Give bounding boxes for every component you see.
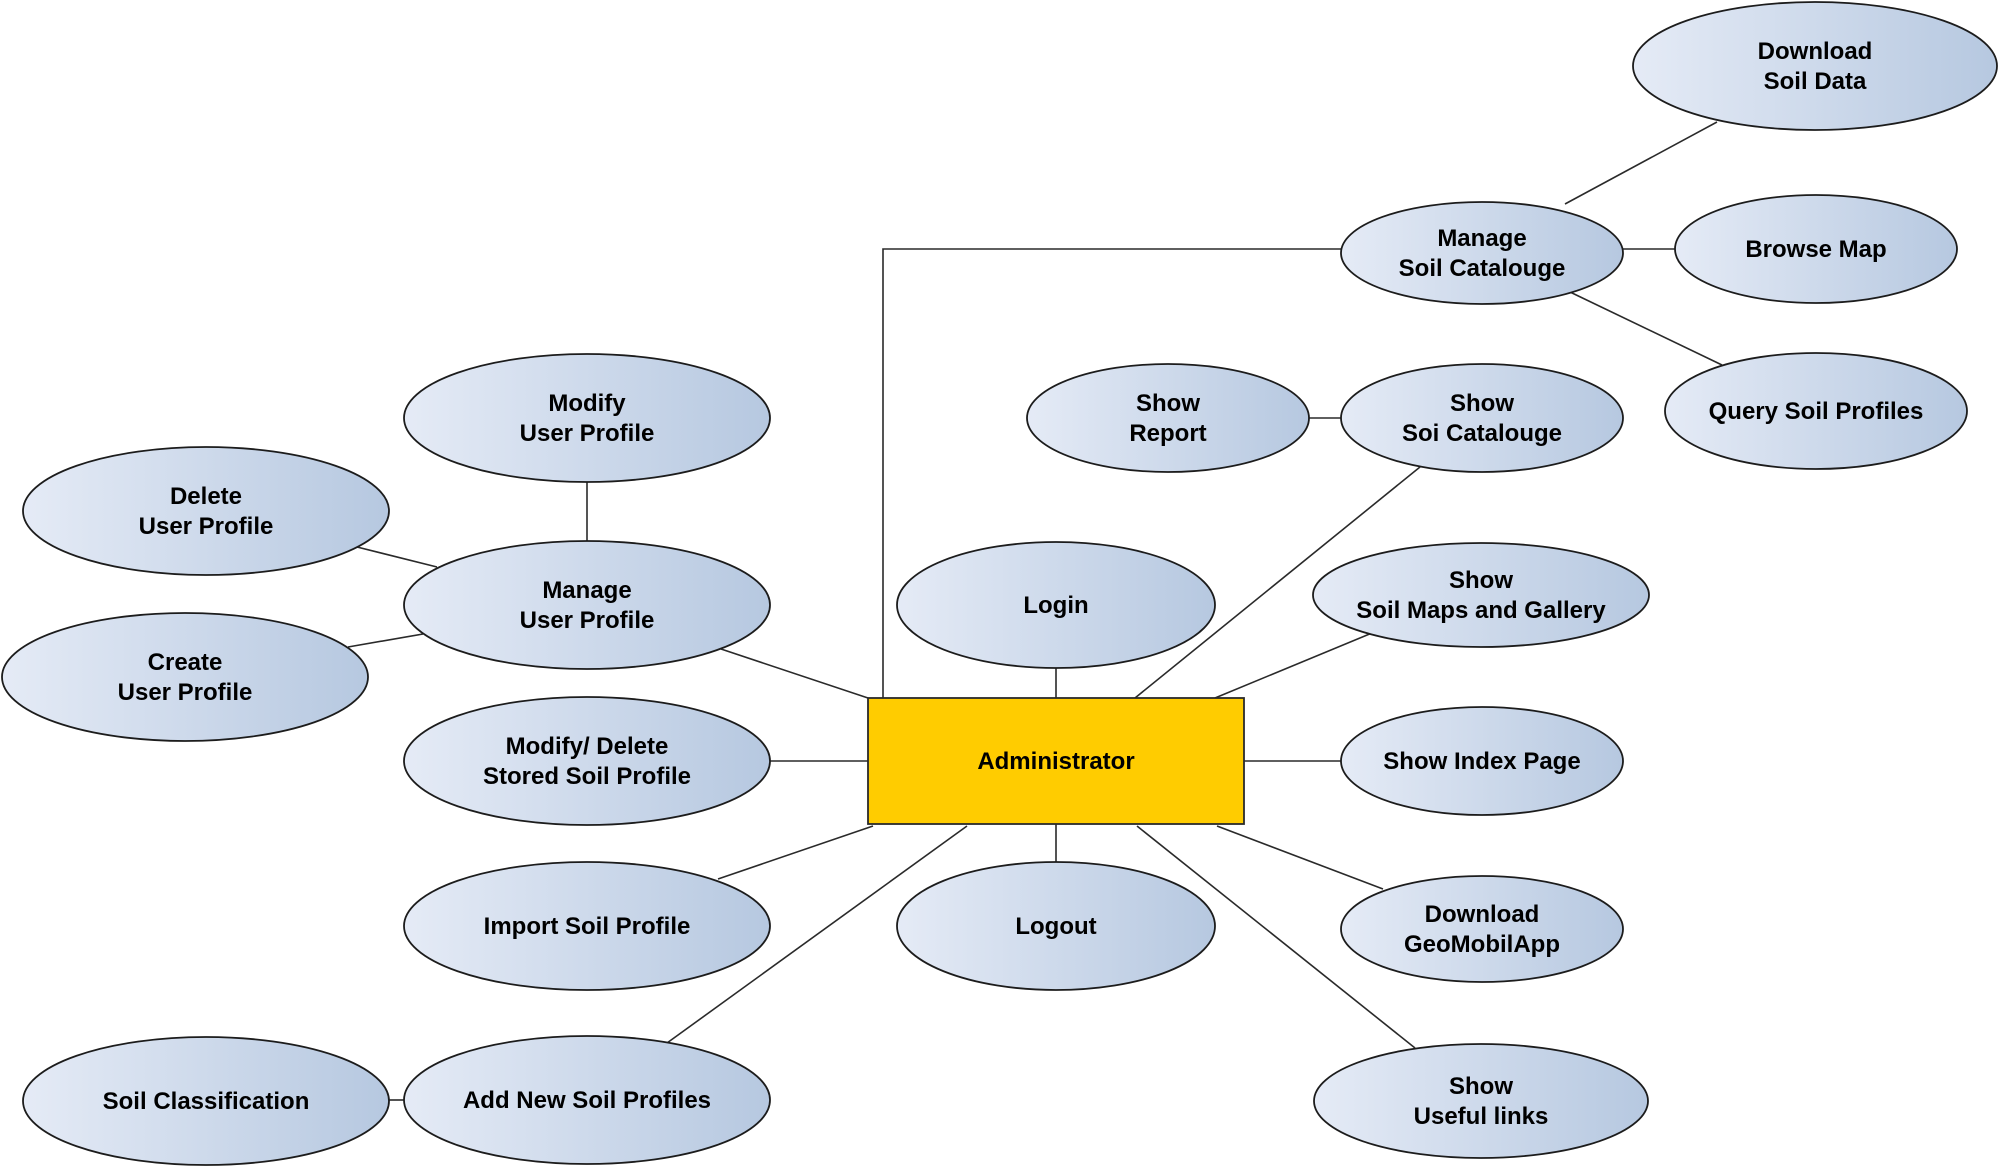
use-case-ellipse[interactable]: [1674, 194, 1958, 304]
use-case-download-geomobilapp-label-line-2: GeoMobilApp: [1404, 931, 1560, 958]
use-case-query-soil-profiles[interactable]: Query Soil Profiles: [1664, 352, 1968, 470]
use-case-show-useful-links-label-line-1: Show: [1449, 1073, 1513, 1100]
connector-administrator-to-manage-soil-catalouge: [882, 248, 1341, 698]
use-case-ellipse[interactable]: [1026, 363, 1310, 473]
use-case-browse-map-label-line-1: Browse Map: [1745, 236, 1886, 263]
use-case-create-user-profile-label-line-1: Create: [148, 649, 223, 676]
use-case-ellipse[interactable]: [1313, 1043, 1649, 1159]
use-case-ellipse[interactable]: [403, 540, 771, 670]
use-case-delete-user-profile-label-line-1: Delete: [170, 483, 242, 510]
actor-administrator[interactable]: Administrator: [867, 697, 1245, 825]
use-case-manage-user-profile-label-line-2: User Profile: [520, 607, 655, 634]
connector-administrator-to-show-useful-links: [1136, 825, 1416, 1049]
use-case-show-index-page-label-line-1: Show Index Page: [1383, 748, 1580, 775]
use-case-ellipse[interactable]: [1340, 706, 1624, 816]
use-case-ellipse[interactable]: [1340, 363, 1624, 473]
use-case-import-soil-profile[interactable]: Import Soil Profile: [403, 861, 771, 991]
use-case-ellipse[interactable]: [22, 446, 390, 576]
use-case-ellipse[interactable]: [403, 696, 771, 826]
use-case-modify-delete-stored-soil-profile-label-line-2: Stored Soil Profile: [483, 763, 691, 790]
use-case-ellipse[interactable]: [403, 353, 771, 483]
use-case-logout[interactable]: Logout: [896, 861, 1216, 991]
connector-administrator-to-add-new-soil-profiles: [666, 825, 968, 1044]
use-case-ellipse[interactable]: [1632, 1, 1998, 131]
use-case-ellipse[interactable]: [1312, 542, 1650, 648]
use-case-ellipse[interactable]: [1340, 875, 1624, 983]
use-case-modify-user-profile-label-line-2: User Profile: [520, 420, 655, 447]
use-case-login[interactable]: Login: [896, 541, 1216, 669]
use-case-show-soil-maps-and-gallery-label-line-2: Soil Maps and Gallery: [1356, 597, 1606, 624]
use-case-add-new-soil-profiles-label-line-1: Add New Soil Profiles: [463, 1087, 711, 1114]
use-case-download-soil-data-label-line-2: Soil Data: [1764, 68, 1867, 95]
use-case-show-useful-links-label-line-2: Useful links: [1414, 1103, 1549, 1130]
use-case-manage-soil-catalouge-label-line-2: Soil Catalouge: [1399, 255, 1566, 282]
use-case-manage-soil-catalouge-label-line-1: Manage: [1437, 225, 1526, 252]
use-case-soil-classification[interactable]: Soil Classification: [22, 1036, 390, 1166]
use-case-add-new-soil-profiles[interactable]: Add New Soil Profiles: [403, 1035, 771, 1165]
use-case-show-index-page[interactable]: Show Index Page: [1340, 706, 1624, 816]
use-case-logout-label-line-1: Logout: [1015, 913, 1096, 940]
use-case-ellipse[interactable]: [896, 861, 1216, 991]
actor-administrator-label-line-1: Administrator: [977, 748, 1134, 775]
use-case-browse-map[interactable]: Browse Map: [1674, 194, 1958, 304]
use-case-ellipse[interactable]: [403, 861, 771, 991]
use-case-download-geomobilapp-label-line-1: Download: [1425, 901, 1540, 928]
use-case-modify-delete-stored-soil-profile-label-line-1: Modify/ Delete: [506, 733, 669, 760]
use-case-show-soil-maps-and-gallery-label-line-1: Show: [1449, 567, 1513, 594]
use-case-show-report-label-line-1: Show: [1136, 390, 1200, 417]
use-case-import-soil-profile-label-line-1: Import Soil Profile: [484, 913, 691, 940]
connector-manage-user-profile-to-create-user-profile: [347, 633, 424, 648]
connector-administrator-to-show-soi-catalouge: [1134, 466, 1421, 699]
use-case-show-report-label-line-2: Report: [1129, 420, 1206, 447]
connectors: [347, 121, 1723, 1101]
connector-manage-soil-catalouge-to-query-soil-profiles: [1569, 291, 1723, 366]
connector-manage-soil-catalouge-to-download-soil-data: [1564, 121, 1718, 205]
use-case-manage-user-profile-label-line-1: Manage: [542, 577, 631, 604]
actor-box[interactable]: [867, 697, 1245, 825]
use-case-ellipse[interactable]: [22, 1036, 390, 1166]
connector-manage-user-profile-to-delete-user-profile: [356, 546, 438, 568]
use-case-download-soil-data-label-line-1: Download: [1758, 38, 1873, 65]
use-case-login-label-line-1: Login: [1023, 592, 1088, 619]
use-case-soil-classification-label-line-1: Soil Classification: [103, 1088, 310, 1115]
use-case-delete-user-profile-label-line-2: User Profile: [139, 513, 274, 540]
use-case-create-user-profile-label-line-2: User Profile: [118, 679, 253, 706]
use-case-ellipse[interactable]: [403, 1035, 771, 1165]
use-case-ellipse[interactable]: [1340, 201, 1624, 305]
use-case-modify-user-profile-label-line-1: Modify: [548, 390, 626, 417]
use-case-ellipse[interactable]: [896, 541, 1216, 669]
connector-administrator-to-manage-user-profile: [720, 648, 869, 699]
use-case-ellipse[interactable]: [1, 612, 369, 742]
connector-administrator-to-download-geomobilapp: [1216, 825, 1384, 890]
connector-administrator-to-import-soil-profile: [717, 825, 874, 880]
use-case-ellipse[interactable]: [1664, 352, 1968, 470]
connector-administrator-to-show-soil-maps-and-gallery: [1214, 632, 1373, 699]
use-case-show-soi-catalouge-label-line-1: Show: [1450, 390, 1514, 417]
use-case-query-soil-profiles-label-line-1: Query Soil Profiles: [1709, 398, 1924, 425]
use-case-show-soi-catalouge-label-line-2: Soi Catalouge: [1402, 420, 1562, 447]
